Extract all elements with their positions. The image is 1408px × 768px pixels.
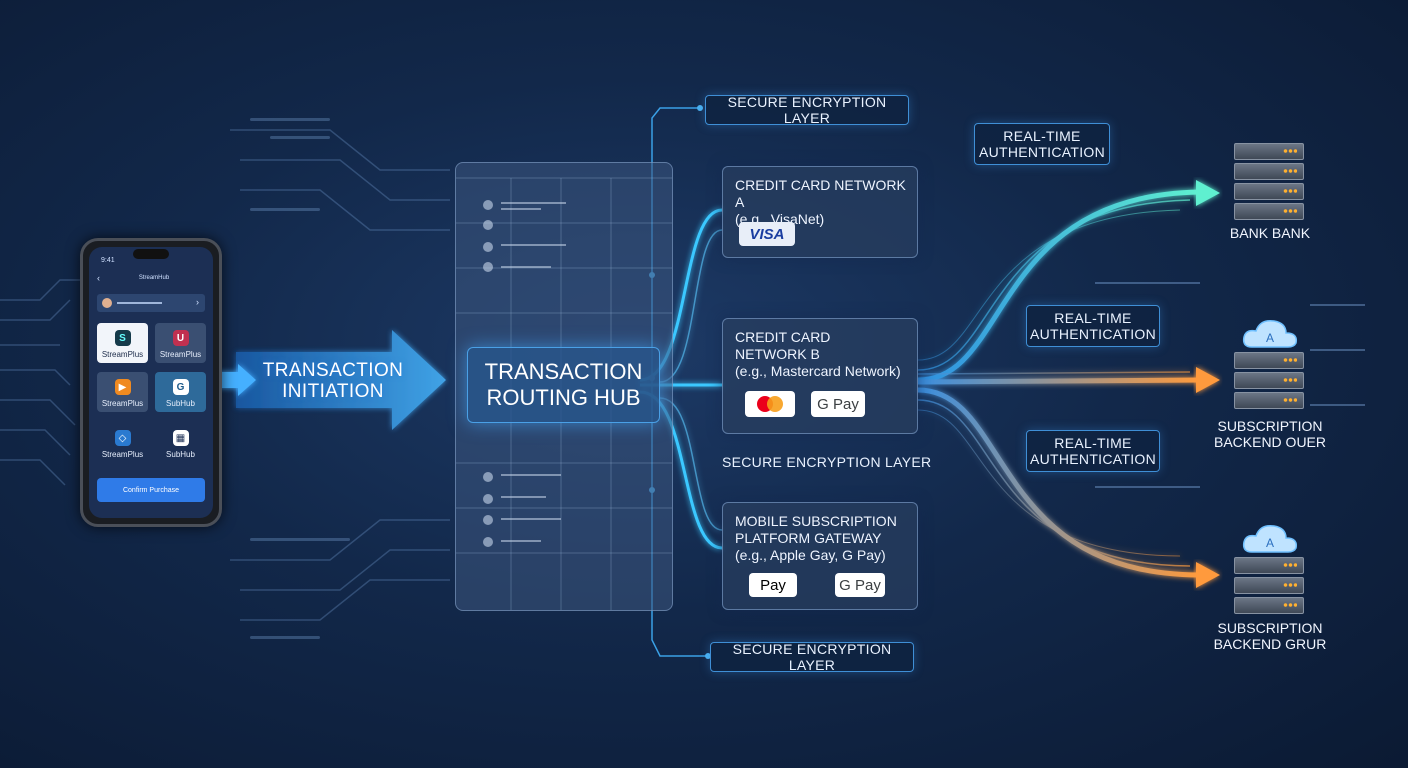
initiation-line-2: INITIATION	[282, 381, 384, 402]
app-tile-4-icon: G	[172, 379, 189, 395]
network-b-line-2: NETWORK B	[735, 346, 820, 362]
profile-name-line	[117, 302, 162, 304]
smartphone: 9:41 ‹ StreamHub › S StreamPlus U Stream…	[80, 238, 222, 527]
transaction-initiation-label: TRANSACTION INITIATION	[258, 360, 408, 402]
deco-line	[250, 118, 330, 121]
app-tile-3-icon: ▶	[114, 379, 131, 395]
app-tile-2-label: StreamPlus	[159, 350, 202, 359]
network-c-title: MOBILE SUBSCRIPTION PLATFORM GATEWAY (e.…	[735, 513, 897, 564]
hub-line-1: TRANSACTION	[484, 359, 643, 384]
gpay-badge-c: G Pay	[835, 573, 885, 597]
phone-notch	[133, 249, 169, 259]
hub-line-2: ROUTING HUB	[486, 385, 641, 410]
initiation-line-1: TRANSACTION	[262, 360, 404, 381]
app-tile-6[interactable]: ▦ SubHub	[155, 423, 206, 463]
backend-2-line-1: SUBSCRIPTION	[1217, 620, 1323, 636]
status-time: 9:41	[101, 257, 115, 264]
app-tile-1-label: StreamPlus	[101, 350, 144, 359]
network-b-title: CREDIT CARD NETWORK B (e.g., Mastercard …	[735, 329, 901, 380]
app-tile-4-label: SubHub	[166, 399, 195, 408]
visa-badge: VISA	[739, 222, 795, 246]
network-b-line-1: CREDIT CARD	[735, 329, 831, 345]
auth-label-low: REAL-TIME AUTHENTICATION	[1026, 430, 1160, 472]
cloud-icon-1: A	[1242, 319, 1298, 348]
svg-text:A: A	[1266, 331, 1274, 345]
cloud-icon-2: A	[1242, 524, 1298, 553]
app-tile-2-icon: U	[172, 330, 189, 346]
network-a-card: CREDIT CARD NETWORK A (e.g., VisaNet) VI…	[722, 166, 918, 258]
auth-mid-line-1: REAL-TIME	[1054, 310, 1132, 326]
chevron-right-icon: ›	[196, 297, 199, 307]
deco-line	[250, 208, 320, 211]
backend-2-label: SUBSCRIPTION BACKEND GRUR	[1205, 620, 1335, 652]
backend-1-label: SUBSCRIPTION BACKEND OUER	[1205, 418, 1335, 450]
backend-2-line-2: BACKEND GRUR	[1213, 636, 1327, 652]
svg-text:A: A	[1266, 536, 1274, 550]
apple-pay-badge: Pay	[749, 573, 797, 597]
app-tile-3-label: StreamPlus	[101, 399, 144, 408]
network-c-line-3: (e.g., Apple Gay, G Pay)	[735, 547, 886, 563]
network-b-card: CREDIT CARD NETWORK B (e.g., Mastercard …	[722, 318, 918, 434]
confirm-purchase-button[interactable]: Confirm Purchase	[97, 478, 205, 502]
encryption-layer-top: SECURE ENCRYPTION LAYER	[705, 94, 909, 126]
gpay-badge-b: G Pay	[811, 391, 865, 417]
avatar	[102, 298, 112, 308]
profile-row[interactable]: ›	[97, 294, 205, 312]
auth-label-mid: REAL-TIME AUTHENTICATION	[1026, 305, 1160, 347]
auth-low-line-2: AUTHENTICATION	[1029, 451, 1157, 467]
network-a-line-1: CREDIT CARD NETWORK A	[735, 177, 906, 210]
network-c-line-2: PLATFORM GATEWAY	[735, 530, 882, 546]
app-tile-5[interactable]: ◇ StreamPlus	[97, 423, 148, 463]
app-tile-2[interactable]: U StreamPlus	[155, 323, 206, 363]
backend-server-icon-2	[1234, 557, 1304, 617]
app-tile-1[interactable]: S StreamPlus	[97, 323, 148, 363]
backend-server-icon-1	[1234, 352, 1304, 412]
bank-server-icon	[1234, 143, 1304, 223]
network-b-line-3: (e.g., Mastercard Network)	[735, 363, 901, 379]
app-tile-6-icon: ▦	[172, 430, 189, 446]
app-tile-4[interactable]: G SubHub	[155, 372, 206, 412]
deco-line	[250, 538, 350, 541]
app-title: StreamHub	[138, 275, 170, 281]
app-tile-1-icon: S	[114, 330, 131, 346]
encryption-layer-bottom: SECURE ENCRYPTION LAYER	[710, 641, 914, 673]
phone-screen: 9:41 ‹ StreamHub › S StreamPlus U Stream…	[89, 247, 213, 518]
mastercard-badge	[745, 391, 795, 417]
auth-top-line-2: AUTHENTICATION	[978, 144, 1106, 160]
deco-line	[270, 136, 330, 139]
network-c-card: MOBILE SUBSCRIPTION PLATFORM GATEWAY (e.…	[722, 502, 918, 610]
app-tile-3[interactable]: ▶ StreamPlus	[97, 372, 148, 412]
backend-1-line-2: BACKEND OUER	[1213, 434, 1327, 450]
auth-mid-line-2: AUTHENTICATION	[1029, 326, 1157, 342]
back-icon[interactable]: ‹	[97, 273, 100, 283]
mastercard-icon	[757, 396, 783, 412]
network-a-title: CREDIT CARD NETWORK A (e.g., VisaNet)	[735, 177, 917, 228]
app-tile-5-label: StreamPlus	[101, 450, 144, 459]
initiation-arrow	[236, 330, 446, 430]
backend-1-line-1: SUBSCRIPTION	[1217, 418, 1323, 434]
app-tile-5-icon: ◇	[114, 430, 131, 446]
bank-label: BANK BANK	[1229, 225, 1311, 241]
auth-low-line-1: REAL-TIME	[1054, 435, 1132, 451]
routing-hub-label: TRANSACTION ROUTING HUB	[467, 347, 660, 423]
network-c-line-1: MOBILE SUBSCRIPTION	[735, 513, 897, 529]
encryption-layer-middle: SECURE ENCRYPTION LAYER	[722, 454, 932, 470]
app-tile-6-label: SubHub	[166, 450, 195, 459]
deco-line	[250, 636, 320, 639]
auth-top-line-1: REAL-TIME	[1003, 128, 1081, 144]
auth-label-top: REAL-TIME AUTHENTICATION	[974, 123, 1110, 165]
